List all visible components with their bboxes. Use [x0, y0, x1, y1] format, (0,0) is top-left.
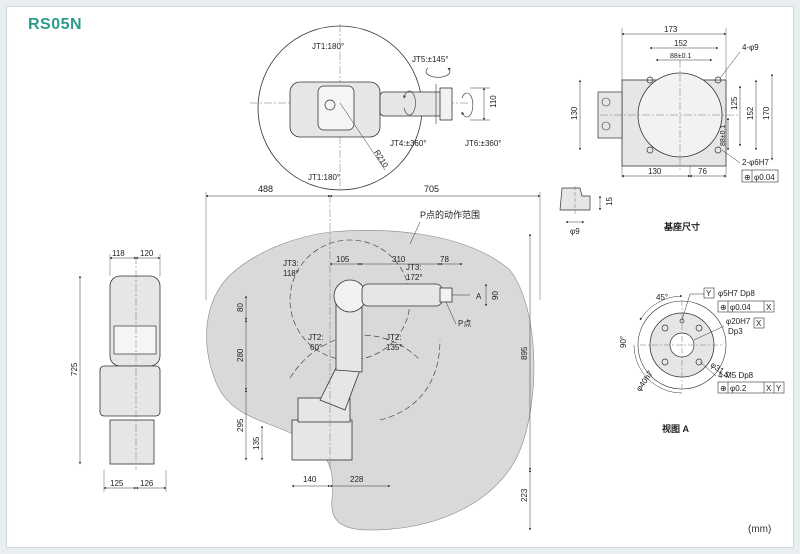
dim-170: 170 — [762, 106, 771, 120]
label-jt2-left-value: 60° — [310, 343, 322, 352]
label-4-phi9: 4-φ9 — [742, 43, 759, 52]
datum-y: Y — [706, 289, 712, 298]
dim-140: 140 — [303, 475, 317, 484]
dim-110: 110 — [489, 95, 498, 108]
dim-705: 705 — [424, 184, 439, 194]
dim-76: 76 — [698, 167, 707, 176]
label-jt6: JT6:±360° — [465, 139, 502, 148]
unit-label: (mm) — [748, 524, 772, 535]
dim-152: 152 — [674, 39, 688, 48]
dim-126: 126 — [140, 479, 154, 488]
dim-135: 135 — [252, 436, 261, 450]
label-phi5h7: φ5H7 Dp8 — [718, 289, 755, 298]
label-p-point: P点 — [458, 319, 471, 328]
label-p-range: P点的动作范围 — [420, 209, 480, 220]
label-jt4: JT4:±360° — [390, 139, 427, 148]
side-base — [291, 419, 353, 461]
dim-45deg: 45° — [656, 293, 668, 302]
dim-228: 228 — [350, 475, 364, 484]
dim-phi9: φ9 — [570, 227, 580, 236]
base-dimensions-caption: 基座尺寸 — [663, 221, 700, 232]
label-jt5: JT5:±145° — [412, 55, 449, 64]
label-jt2-left: JT2: — [308, 333, 324, 342]
dim-130-vertical: 130 — [570, 106, 579, 120]
label-jt3-right: JT3: — [406, 263, 422, 272]
dim-90deg: 90° — [619, 336, 628, 348]
dim-295: 295 — [236, 418, 245, 432]
dim-118: 118 — [112, 249, 125, 258]
model-title: RS05N — [28, 16, 83, 33]
dim-895: 895 — [520, 346, 529, 360]
label-jt1-top: JT1:180° — [312, 42, 344, 51]
dim-280: 280 — [236, 348, 245, 362]
dim-80: 80 — [236, 303, 245, 312]
datum-x: X — [756, 319, 762, 328]
dim-15: 15 — [605, 197, 614, 206]
label-jt2-right: JT2: — [386, 333, 402, 342]
top-view: 110 JT1:180° JT1:180° JT5:±145° JT4:±360… — [250, 24, 502, 191]
label-dp3: Dp3 — [728, 327, 743, 336]
dim-152-vertical: 152 — [746, 106, 755, 120]
view-a-caption: 视图 A — [662, 423, 690, 434]
motion-envelope — [206, 230, 535, 531]
tolerance-value: φ0.04 — [754, 173, 775, 182]
position-symbol: ⊕ — [744, 173, 751, 182]
datum-ref-a3-y: Y — [776, 384, 782, 393]
label-jt3-right-value: 172° — [406, 273, 423, 282]
front-view: 118 120 725 125 126 — [70, 249, 167, 492]
base-view: 173 152 88±0.1 4-φ9 130 125 152 170 88±0… — [570, 25, 779, 183]
front-lower-body — [99, 365, 161, 417]
dim-125-front: 125 — [110, 479, 124, 488]
dim-105: 105 — [336, 255, 350, 264]
label-jt3-left-value: 118° — [283, 269, 299, 278]
label-jt2-right-value: 135° — [386, 343, 403, 352]
side-view: 488 705 P点的动作范围 105 310 78 90 A JT3: 118… — [205, 184, 541, 531]
dim-223: 223 — [520, 488, 529, 502]
view-a-tag: A — [476, 292, 482, 301]
dim-488: 488 — [258, 184, 273, 194]
dim-173: 173 — [664, 25, 678, 34]
dim-88-vertical: 88±0.1 — [720, 125, 727, 146]
dim-130-horizontal: 130 — [648, 167, 662, 176]
dim-725: 725 — [70, 362, 79, 376]
dim-125: 125 — [730, 96, 739, 110]
label-2-phi6h7: 2-φ6H7 — [742, 158, 770, 167]
view-a: 45° 90° Y φ5H7 Dp8 ⊕ φ0.04 X φ20H7 Dp3 X… — [619, 287, 785, 434]
datum-ref-a3-x: X — [766, 384, 772, 393]
side-upper-arm — [361, 283, 443, 307]
tolerance-a1: φ0.04 — [730, 303, 751, 312]
position-symbol-a3: ⊕ — [720, 384, 727, 393]
dim-120: 120 — [140, 249, 154, 258]
label-jt1-bottom: JT1:180° — [308, 173, 340, 182]
dim-88: 88±0.1 — [670, 53, 691, 60]
top-arm — [379, 91, 451, 117]
datum-ref-a1: X — [766, 303, 772, 312]
label-r210: R210 — [372, 148, 390, 169]
label-phi20h7: φ20H7 — [726, 317, 751, 326]
label-4-m5: 4-M5 Dp8 — [718, 371, 754, 380]
dim-phi40h7: φ40h7 — [634, 369, 655, 393]
tolerance-a3: φ0.2 — [730, 384, 747, 393]
label-jt3-left: JT3: — [283, 259, 299, 268]
dim-78: 78 — [440, 255, 449, 264]
tolerance-frame-base — [741, 169, 779, 183]
front-base — [109, 419, 155, 465]
position-symbol-a1: ⊕ — [720, 303, 727, 312]
dim-310: 310 — [392, 255, 406, 264]
dim-90: 90 — [491, 291, 500, 300]
hole-detail: φ9 15 基座尺寸 — [559, 186, 700, 236]
